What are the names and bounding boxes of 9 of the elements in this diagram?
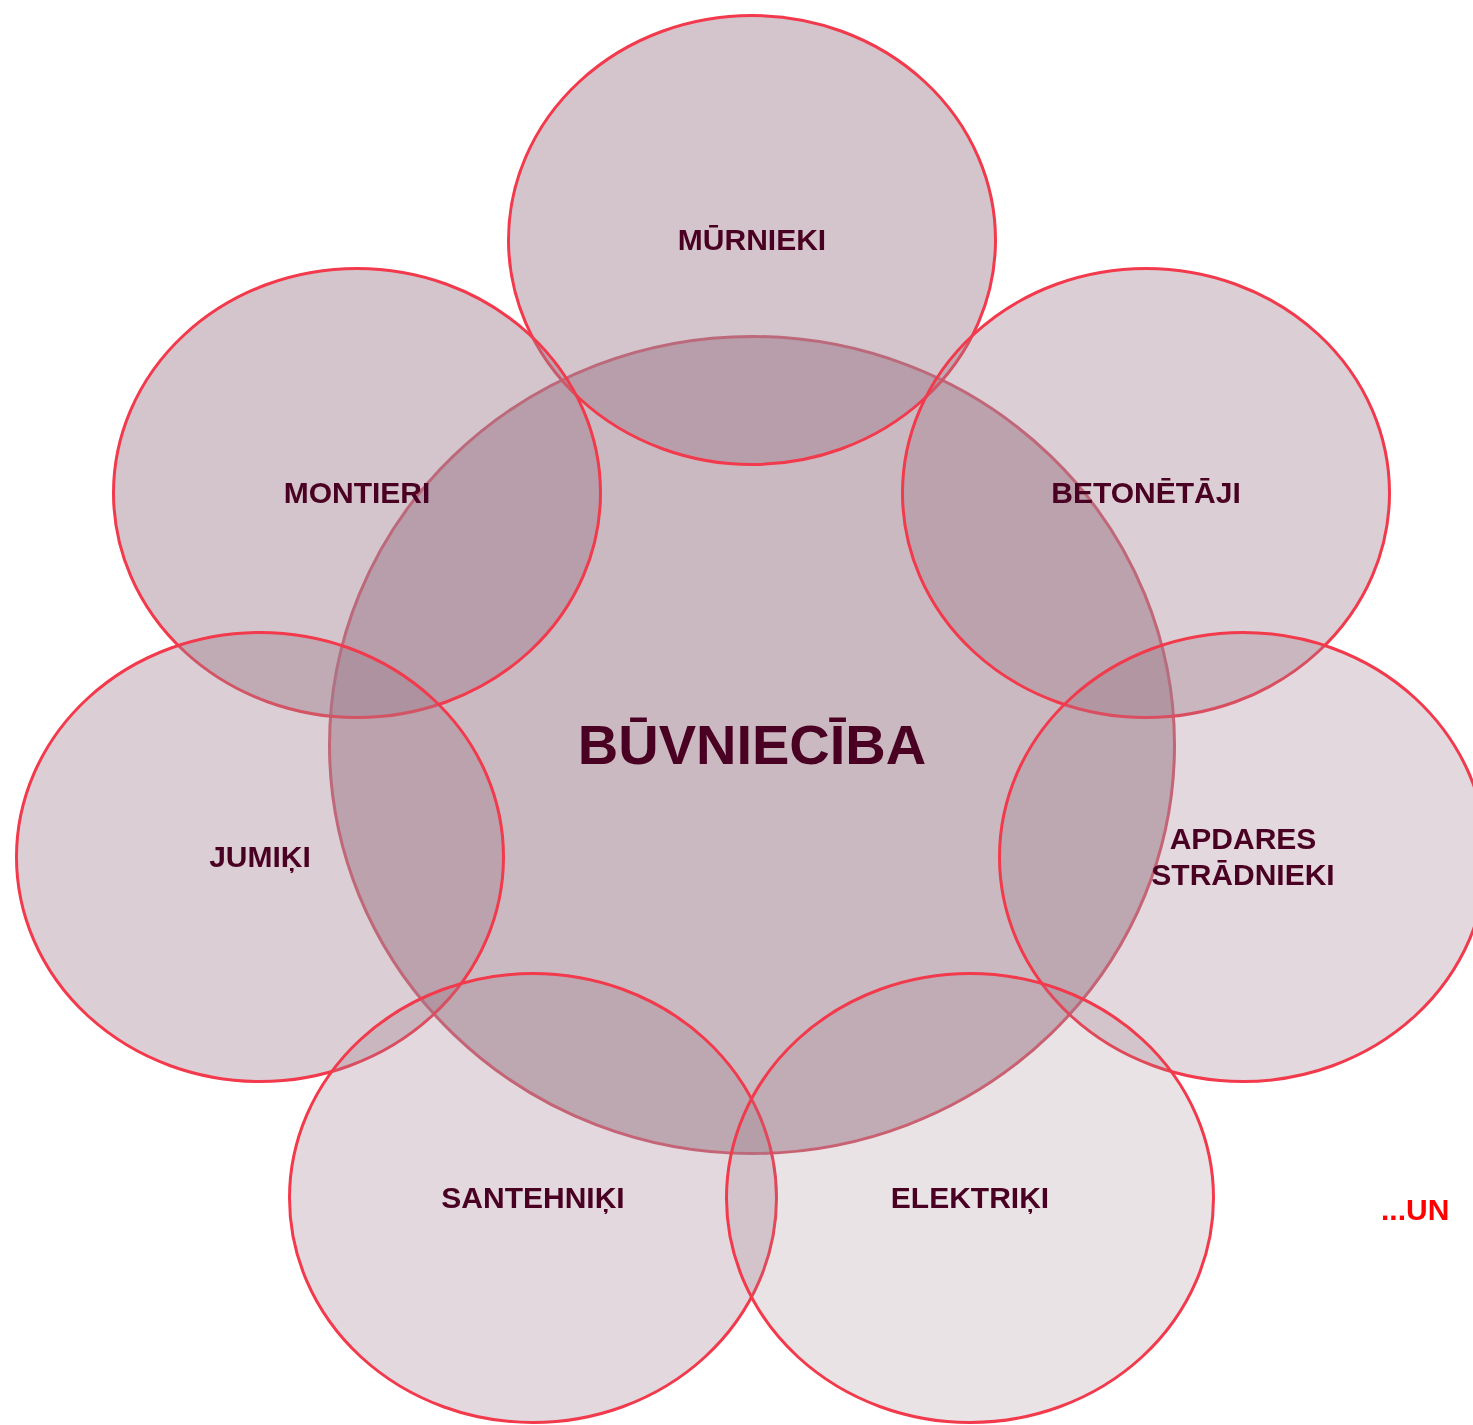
circle-label: JUMIĶI [208, 839, 312, 875]
note-text: ...UN [1381, 1193, 1450, 1227]
circle-label: BŪVNIECĪBA [576, 712, 928, 779]
circle-label: MONTIERI [282, 475, 432, 511]
circle-label: MŪRNIEKI [676, 222, 828, 258]
circle-label: APDARES STRĀDNIEKI [1150, 821, 1336, 893]
circle-label: ELEKTRIĶI [889, 1180, 1051, 1216]
circle-label: BETONĒTĀJI [1050, 475, 1242, 511]
circle-label: SANTEHNIĶI [440, 1180, 626, 1216]
